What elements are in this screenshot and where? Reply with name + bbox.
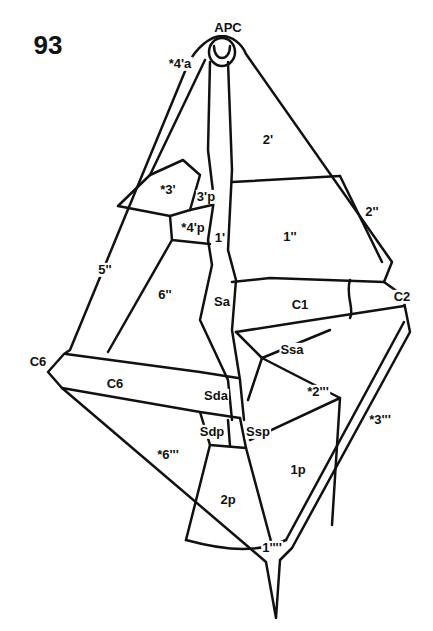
plate-label: 2'' [364, 205, 379, 219]
plate-label: Ssp [245, 425, 271, 439]
plate-label: 1p [289, 463, 306, 477]
plate-label: Sa [213, 295, 231, 309]
plate-label: 3'p [196, 190, 216, 204]
plate-label: 5'' [97, 263, 112, 277]
plate-label: Sdp [199, 425, 226, 439]
plate-label: Ssa [279, 343, 304, 357]
plate-label: *4'a [168, 57, 193, 71]
plate-label: C1 [291, 298, 310, 312]
plate-label: 1'' [282, 230, 297, 244]
plate-label: 1'''' [261, 541, 283, 555]
plate-label: 6'' [157, 288, 172, 302]
plate-label: *3' [159, 183, 176, 197]
plate-label: Sda [203, 389, 229, 403]
plate-label: *6''' [156, 448, 180, 462]
plate-label: 2' [262, 133, 274, 147]
plate-label: *3''' [368, 413, 392, 427]
figure-number: 93 [33, 31, 64, 60]
plate-label: *4'p [180, 221, 205, 235]
plate-label: 1' [214, 231, 226, 245]
plate-label: APC [213, 21, 242, 35]
plate-label: C6 [106, 377, 125, 391]
plate-label: C6 [29, 355, 48, 369]
plate-label: C2 [393, 290, 412, 304]
plate-label: *2''' [306, 385, 330, 399]
plate-label: 2p [219, 493, 236, 507]
